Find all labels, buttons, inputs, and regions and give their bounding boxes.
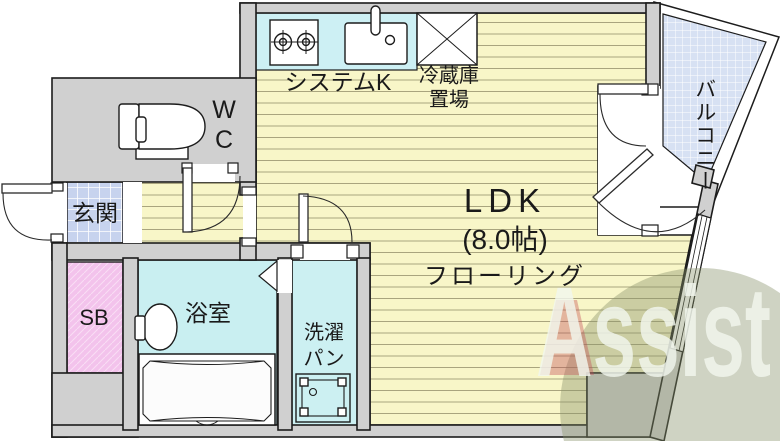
ldk-name: LDK (463, 182, 547, 219)
sink-icon (344, 5, 408, 65)
entrance-label: 玄関 (72, 200, 118, 226)
doors (1, 83, 706, 243)
wc-label: W C (204, 96, 244, 155)
ldk-size: (8.0帖) (462, 223, 548, 255)
stove-icon (269, 19, 319, 66)
watermark-circle (560, 268, 780, 441)
bathroom-door-fold (258, 259, 278, 293)
fridge-space-box (416, 12, 478, 66)
fridge-space-line2: 置場 (429, 89, 469, 111)
laundry-line1: 洗濯 (304, 322, 344, 344)
wc-line2: C (214, 125, 234, 154)
bathroom-label: 浴室 (185, 300, 231, 326)
kitchen-label: システムK (284, 69, 392, 95)
window (669, 213, 712, 353)
watermark-text: Assist (536, 261, 771, 404)
watermark-logo: Assist (536, 261, 780, 441)
ldk-label: LDK (8.0帖) フローリング (390, 182, 620, 291)
toilet-icon (118, 103, 206, 160)
fridge-space-line1: 冷蔵庫 (419, 65, 479, 87)
entrance-tile (66, 181, 124, 244)
balcony-label: バルコニー (692, 78, 716, 193)
laundry-pan-icon (295, 373, 351, 423)
walls (51, 2, 719, 441)
door-jambs (50, 83, 659, 259)
laundry-area (291, 259, 358, 428)
ldk-flooring: フローリング (424, 262, 586, 290)
laundry-label: 洗濯 パン (294, 320, 354, 372)
washbasin-icon (134, 303, 178, 351)
shoe-box-label: SB (79, 305, 109, 330)
bathtub-icon (138, 353, 276, 426)
balcony-structure (653, 1, 780, 208)
fridge-space-label: 冷蔵庫 置場 (404, 64, 494, 112)
door-openings (52, 86, 660, 293)
watermark-accent (540, 300, 594, 375)
laundry-line2: パン (303, 348, 345, 370)
wc-line1: W (212, 96, 236, 124)
